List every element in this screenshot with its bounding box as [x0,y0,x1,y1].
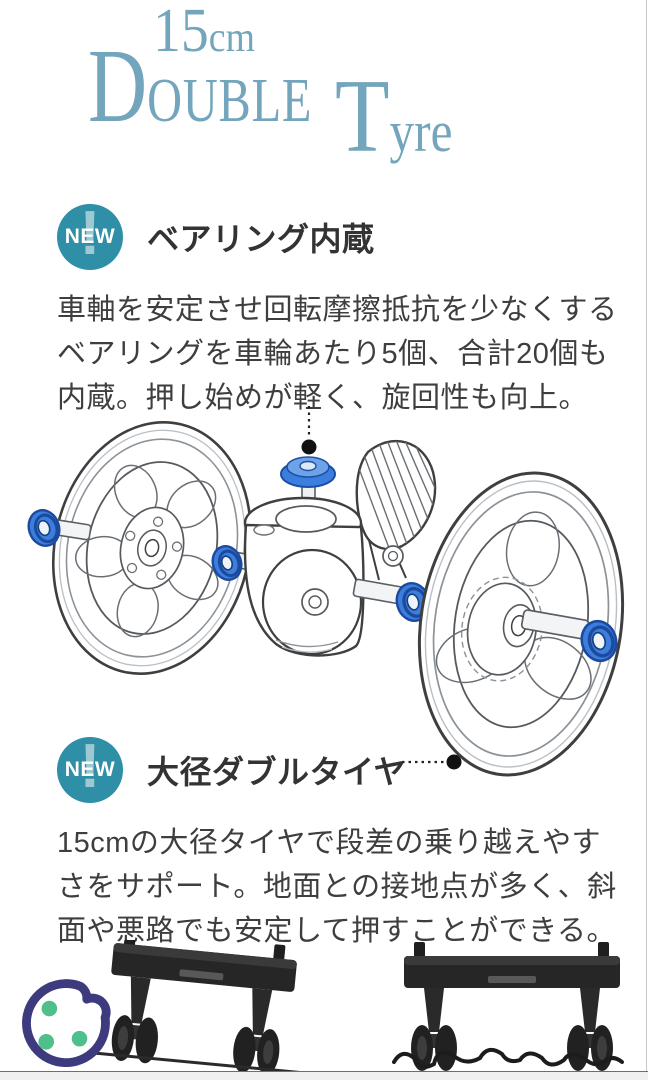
new-badge: ! NEW [57,737,123,803]
section-heading-row: ! NEW ベアリング内蔵 [57,204,635,270]
bottom-bar [0,1071,648,1080]
bearing-icon [280,456,336,488]
left-wheel [51,421,253,675]
new-badge-label: NEW [64,225,116,248]
stroller-on-rough-road-photo [392,942,624,1071]
section-title: ベアリング内蔵 [147,221,375,257]
stroller-on-slope-photo [93,940,327,1077]
title-size: 15cm [153,0,255,62]
bearing-icon [27,509,61,547]
leader-line-top [301,406,317,455]
leader-line-bottom [402,754,462,770]
section-body-text: 車軸を安定させ回転摩擦抵抗を少なくする ベアリングを車輪あたり5個、合計20個も… [57,294,618,415]
feature-section-bearings: ! NEW ベアリング内蔵 車軸を安定させ回転摩擦抵抗を少なくする ベアリングを… [57,204,635,420]
title-word-tyre: Tyre [335,63,452,168]
double-tyre-exploded-diagram [27,406,625,777]
title-size-number: 15 [153,0,209,65]
cookie-consent-icon[interactable] [12,968,120,1076]
exclamation-icon: ! [79,737,101,801]
caster-housing [243,439,437,657]
rough-road-line [392,1047,624,1069]
bearing-icon [211,545,243,581]
title-double-rest: OUBLE [147,67,313,135]
title-tyre-initial: T [335,57,390,174]
title-tyre-rest: yre [389,99,453,164]
section-title: 大径ダブルタイヤ [147,754,407,790]
feature-section-double-tyre: ! NEW 大径ダブルタイヤ 15cmの大径タイヤで段差の乗り越えやす さをサポ… [57,737,635,953]
new-badge-label: NEW [64,758,116,781]
new-badge: ! NEW [57,204,123,270]
page-edge-divider [645,0,647,1071]
title-size-unit: cm [208,15,255,61]
title-word-double: DOUBLE [88,33,312,138]
bearing-icon [580,619,618,663]
title-double-initial: D [88,27,148,144]
section-body-text: 15cmの大径タイヤで段差の乗り越えやす さをサポート。地面との接地点が多く、斜… [57,827,617,948]
exclamation-icon: ! [79,204,101,268]
section-heading-row: ! NEW 大径ダブルタイヤ [57,737,635,803]
